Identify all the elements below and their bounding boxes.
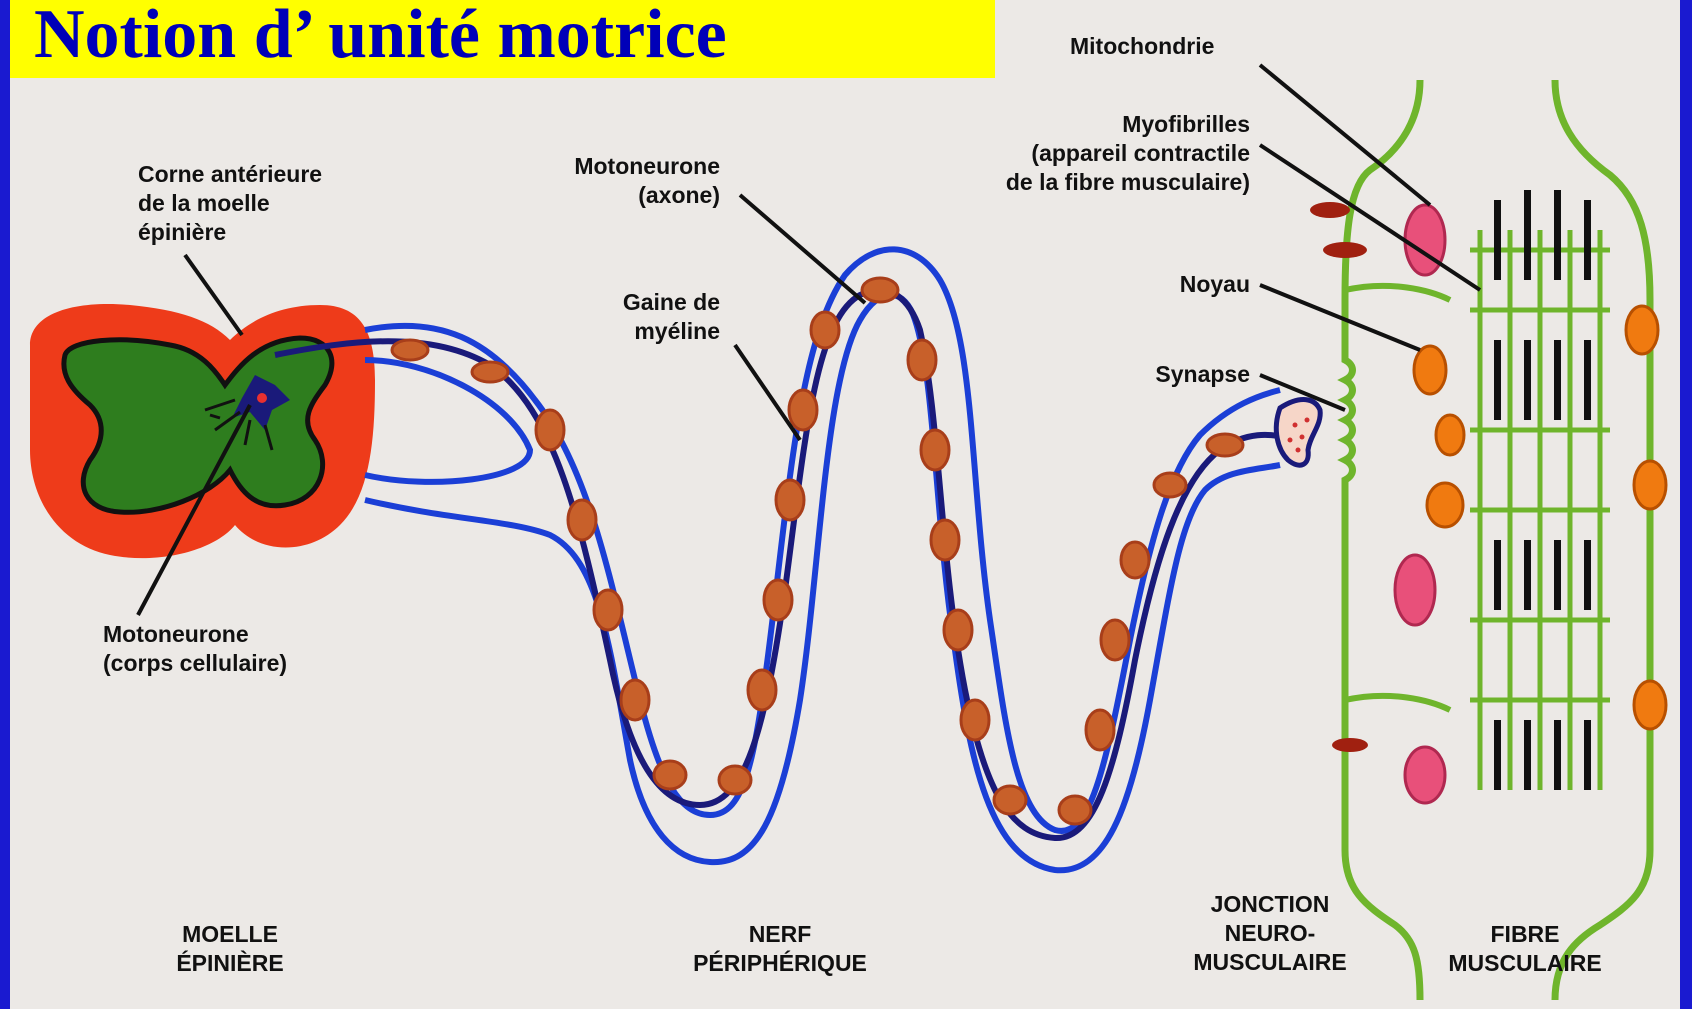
label-line: Motoneurone [103, 620, 287, 649]
label-line: Corne antérieure [138, 160, 322, 189]
label-line: de la fibre musculaire) [940, 168, 1250, 197]
section-label-fibre: FIBRE MUSCULAIRE [1425, 920, 1625, 978]
label-line: Motoneurone [520, 152, 720, 181]
label-line: (appareil contractile [940, 139, 1250, 168]
label-corne-anterieure: Corne antérieure de la moelle épinière [138, 160, 322, 247]
label-line: MUSCULAIRE [1425, 949, 1625, 978]
diagram-illustration [10, 0, 1680, 1009]
label-line: NEURO- [1170, 919, 1370, 948]
label-line: NERF [650, 920, 910, 949]
myofibril-grid [1470, 230, 1610, 790]
diagram-panel: Notion d’ unité motrice Corne antérieure… [10, 0, 1680, 1009]
section-label-moelle: MOELLE ÉPINIÈRE [130, 920, 330, 978]
section-label-nerf: NERF PÉRIPHÉRIQUE [650, 920, 910, 978]
title-banner: Notion d’ unité motrice [10, 0, 995, 78]
label-motoneurone-corps: Motoneurone (corps cellulaire) [103, 620, 287, 678]
page-title: Notion d’ unité motrice [34, 0, 727, 70]
section-label-jonction: JONCTION NEURO- MUSCULAIRE [1170, 890, 1370, 977]
label-synapse: Synapse [1090, 360, 1250, 389]
label-line: Myofibrilles [940, 110, 1250, 139]
spinal-cord [30, 304, 375, 558]
label-line: myéline [570, 317, 720, 346]
label-line: JONCTION [1170, 890, 1370, 919]
label-line: épinière [138, 218, 322, 247]
label-line: (axone) [520, 181, 720, 210]
label-noyau: Noyau [1110, 270, 1250, 299]
label-line: FIBRE [1425, 920, 1625, 949]
label-line: MOELLE [130, 920, 330, 949]
muscle-fibre [1310, 80, 1666, 1000]
label-gaine-myeline: Gaine de myéline [570, 288, 720, 346]
label-line: MUSCULAIRE [1170, 948, 1370, 977]
label-line: PÉRIPHÉRIQUE [650, 949, 910, 978]
label-motoneurone-axone: Motoneurone (axone) [520, 152, 720, 210]
label-line: de la moelle [138, 189, 322, 218]
peripheral-nerve [275, 249, 1295, 870]
neuromuscular-junction [1276, 400, 1320, 466]
label-line: Gaine de [570, 288, 720, 317]
grey-matter [64, 338, 332, 512]
label-line: ÉPINIÈRE [130, 949, 330, 978]
label-mitochondrie: Mitochondrie [1070, 32, 1214, 61]
label-myofibrilles: Myofibrilles (appareil contractile de la… [940, 110, 1250, 197]
label-line: (corps cellulaire) [103, 649, 287, 678]
